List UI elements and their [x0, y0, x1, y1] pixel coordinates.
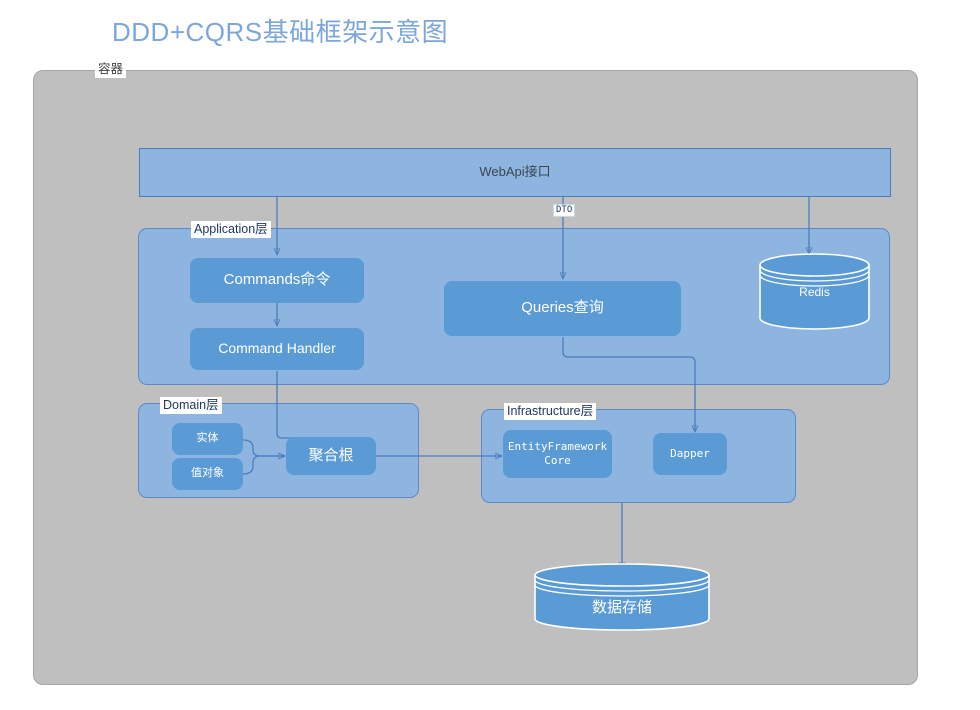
node-queries-label: Queries查询	[521, 299, 604, 317]
node-webapi[interactable]: WebApi接口	[139, 148, 891, 197]
node-commands-label: Commands命令	[223, 271, 331, 289]
node-command-handler-label: Command Handler	[218, 340, 336, 357]
node-redis[interactable]: Redis	[759, 253, 870, 330]
panel-infrastructure-label: Infrastructure层	[504, 403, 597, 420]
container-label: 容器	[95, 61, 127, 78]
node-aggregate-root-label: 聚合根	[308, 446, 354, 464]
node-webapi-label: WebApi接口	[479, 164, 551, 180]
node-aggregate-root[interactable]: 聚合根	[286, 437, 376, 475]
node-data-store[interactable]: 数据存储	[534, 563, 710, 632]
node-value-object-label: 值对象	[191, 467, 224, 480]
panel-application-label: Application层	[191, 221, 271, 238]
page-title: DDD+CQRS基础框架示意图	[112, 17, 449, 47]
node-ef-core[interactable]: EntityFramework Core	[503, 430, 612, 478]
node-entity-label: 实体	[196, 432, 219, 445]
node-dapper[interactable]: Dapper	[653, 433, 727, 475]
node-commands[interactable]: Commands命令	[190, 258, 364, 303]
node-ef-core-label: EntityFramework Core	[507, 440, 608, 467]
edge-label-dto: DTO	[553, 204, 576, 217]
panel-domain-label: Domain层	[160, 397, 222, 414]
node-dapper-label: Dapper	[670, 447, 710, 461]
node-value-object[interactable]: 值对象	[172, 458, 243, 490]
node-command-handler[interactable]: Command Handler	[190, 328, 364, 370]
node-entity[interactable]: 实体	[172, 423, 243, 455]
node-queries[interactable]: Queries查询	[444, 281, 681, 336]
